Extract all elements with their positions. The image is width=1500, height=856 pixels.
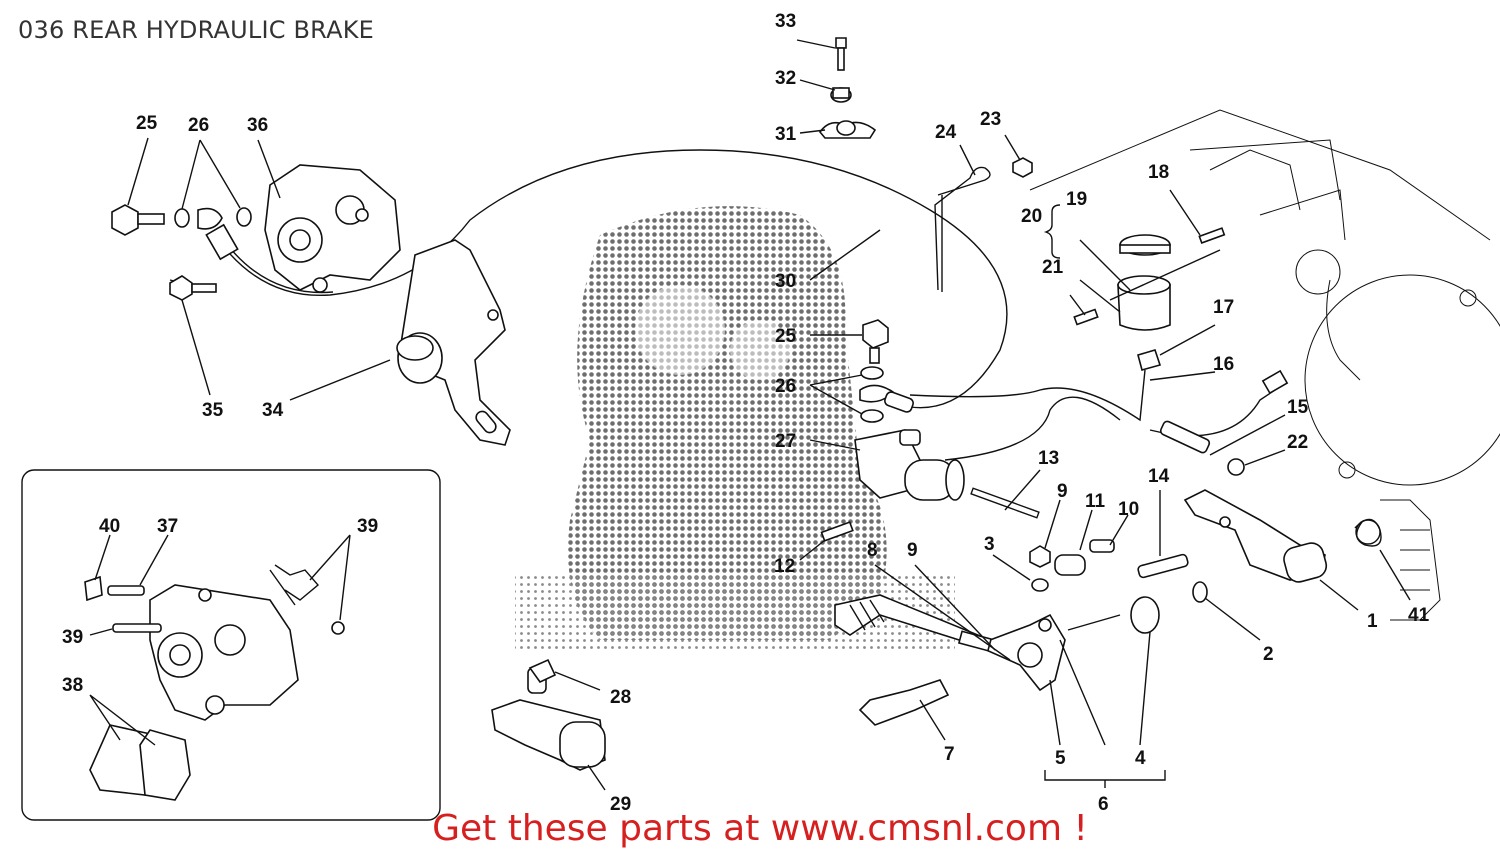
callout-21: 21 bbox=[1042, 257, 1064, 278]
footer-promo-text: Get these parts at www.cmsnl.com ! bbox=[432, 808, 1088, 849]
pushrod-clevis bbox=[1029, 539, 1115, 592]
callout-16: 16 bbox=[1213, 354, 1234, 375]
callout-31: 31 bbox=[775, 124, 797, 145]
caliper-bolt-set bbox=[111, 204, 252, 301]
callout-2: 2 bbox=[1263, 644, 1274, 665]
callout-10: 10 bbox=[1118, 499, 1139, 520]
callout-19: 19 bbox=[1066, 189, 1087, 210]
brake-fluid-reservoir bbox=[1073, 227, 1226, 371]
callout-24: 24 bbox=[935, 122, 957, 143]
callout-25a: 25 bbox=[136, 113, 158, 134]
callout-34: 34 bbox=[262, 400, 284, 421]
callout-4: 4 bbox=[1135, 748, 1146, 769]
rear-caliper bbox=[264, 164, 401, 293]
callout-12: 12 bbox=[774, 556, 795, 577]
callout-40: 40 bbox=[99, 516, 120, 537]
callout-20: 20 bbox=[1021, 206, 1042, 227]
callout-7: 7 bbox=[944, 744, 955, 765]
callout-6: 6 bbox=[1098, 794, 1109, 815]
callout-39b: 39 bbox=[62, 627, 83, 648]
callout-41: 41 bbox=[1408, 605, 1430, 626]
brake-pedal bbox=[834, 581, 1208, 726]
callout-28: 28 bbox=[610, 687, 631, 708]
callout-25b: 25 bbox=[775, 326, 797, 347]
callout-26b: 26 bbox=[775, 376, 796, 397]
callout-29: 29 bbox=[610, 794, 631, 815]
callout-15: 15 bbox=[1287, 397, 1309, 418]
brake-light-switch bbox=[1149, 369, 1289, 476]
callout-39a: 39 bbox=[357, 516, 378, 537]
callout-17: 17 bbox=[1213, 297, 1234, 318]
callout-27: 27 bbox=[775, 431, 796, 452]
engine-outline bbox=[1029, 109, 1500, 621]
hose-clamp-set bbox=[818, 37, 877, 139]
callout-13: 13 bbox=[1038, 448, 1059, 469]
callout-32: 32 bbox=[775, 68, 796, 89]
callout-35: 35 bbox=[202, 400, 224, 421]
callout-1: 1 bbox=[1367, 611, 1378, 632]
footrest-bracket bbox=[1137, 489, 1382, 583]
callout-33: 33 bbox=[775, 11, 796, 32]
callout-37: 37 bbox=[157, 516, 178, 537]
callout-9a: 9 bbox=[907, 540, 918, 561]
callout-23: 23 bbox=[980, 109, 1001, 130]
callout-3: 3 bbox=[984, 534, 995, 555]
watermark bbox=[515, 206, 955, 650]
caliper-bracket bbox=[396, 239, 511, 446]
callout-8: 8 bbox=[867, 540, 878, 561]
master-cylinder-alt bbox=[491, 658, 606, 771]
leader-lines bbox=[89, 39, 1411, 791]
inset-panel bbox=[21, 469, 441, 821]
hose-guide bbox=[934, 157, 1033, 292]
callout-numbers: 1 2 3 4 5 6 7 8 9 9 10 11 12 13 14 15 16… bbox=[62, 11, 1430, 815]
page-title: 036 REAR HYDRAULIC BRAKE bbox=[18, 16, 374, 44]
callout-30: 30 bbox=[775, 271, 796, 292]
callout-22: 22 bbox=[1287, 432, 1308, 453]
master-cylinder-main bbox=[820, 319, 1040, 542]
callout-18: 18 bbox=[1148, 162, 1169, 183]
callout-9b: 9 bbox=[1057, 481, 1068, 502]
callout-26a: 26 bbox=[188, 115, 209, 136]
callout-38: 38 bbox=[62, 675, 83, 696]
callout-14: 14 bbox=[1148, 466, 1170, 487]
callout-11: 11 bbox=[1085, 491, 1106, 512]
callout-36: 36 bbox=[247, 115, 268, 136]
callout-5: 5 bbox=[1055, 748, 1066, 769]
